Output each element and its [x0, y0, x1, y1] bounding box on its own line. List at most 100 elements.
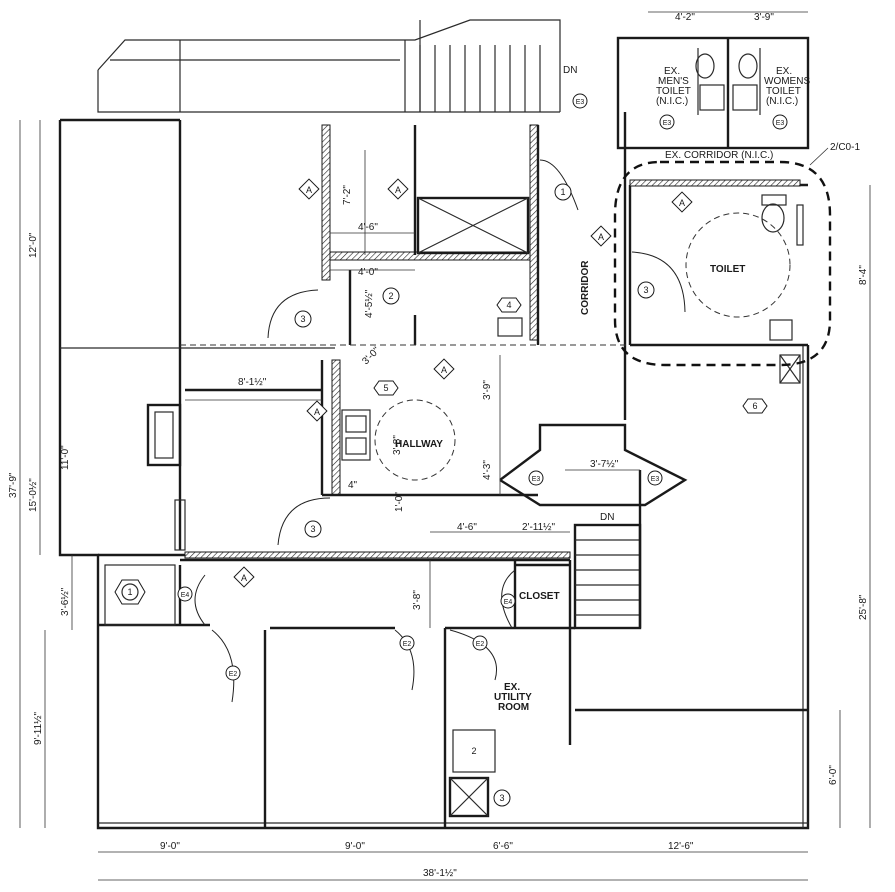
room-label-utility-1: EX. [504, 682, 520, 693]
svg-text:3: 3 [310, 524, 315, 534]
dim-bottom-9b: 9'-0" [345, 841, 365, 852]
section-tag-a: A [387, 178, 409, 200]
existing-door-tag-e2: E2 [399, 635, 415, 651]
svg-text:2: 2 [471, 746, 476, 756]
room-label-mens-1: EX. [664, 66, 680, 77]
svg-text:3: 3 [643, 285, 648, 295]
dim-3-0: 3'-0" [360, 345, 382, 367]
dim-bottom-9a: 9'-0" [160, 841, 180, 852]
existing-door-tag-e4: E4 [177, 586, 193, 602]
svg-text:E3: E3 [576, 99, 585, 106]
room-label-womens-1: EX. [776, 66, 792, 77]
svg-text:A: A [306, 185, 312, 195]
stair-down-label-top: DN [563, 65, 577, 76]
door-tag-2: 2 [382, 287, 400, 305]
room-label-womens-3: TOILET [766, 86, 801, 97]
dim-3-8b: 3'-8" [412, 590, 423, 610]
existing-door-tag-e2: E2 [225, 665, 241, 681]
section-tag-a: A [306, 400, 328, 422]
dim-left-15: 15'-0½" [28, 478, 39, 512]
svg-text:2: 2 [388, 291, 393, 301]
dim-left-37: 37'-9" [8, 472, 19, 498]
svg-text:A: A [314, 407, 320, 417]
fixture-tag-1: 1 [114, 579, 146, 605]
section-tag-a: A [590, 225, 612, 247]
dim-bottom-6-6: 6'-6" [493, 841, 513, 852]
existing-door-tag-e3: E3 [528, 470, 544, 486]
door-tag-3: 3 [294, 310, 312, 328]
svg-text:E3: E3 [776, 120, 785, 127]
dim-left-3: 3'-6½" [60, 587, 71, 616]
section-tag-a: A [433, 358, 455, 380]
svg-text:A: A [441, 365, 447, 375]
svg-text:E3: E3 [663, 120, 672, 127]
svg-text:5: 5 [383, 383, 388, 393]
dim-8-1: 8'-1½" [238, 377, 267, 388]
ex-corridor-label: EX. CORRIDOR (N.I.C.) [665, 150, 773, 161]
dashed-guides [180, 160, 832, 481]
door-tag-3: 3 [304, 520, 322, 538]
dim-right-8-4: 8'-4" [858, 265, 869, 285]
top-stair-area [97, 19, 561, 113]
dim-1-0: 1'-0" [394, 492, 405, 512]
dim-left-9: 9'-11½" [33, 711, 44, 745]
room-label-closet: CLOSET [519, 591, 560, 602]
existing-door-tag-e3: E3 [647, 470, 663, 486]
svg-text:E4: E4 [504, 599, 513, 606]
svg-text:A: A [241, 573, 247, 583]
room-label-toilet: TOILET [710, 264, 745, 275]
dim-4-6b: 4'-6" [457, 522, 477, 533]
dim-top-right: 3'-9" [754, 12, 774, 23]
fixture-tag-4: 4 [496, 297, 522, 313]
svg-text:E2: E2 [229, 671, 238, 678]
room-label-utility-3: ROOM [498, 702, 529, 713]
existing-door-tag-e3: E3 [572, 93, 588, 109]
dimension-lines [19, 11, 871, 881]
dim-left-12: 12'-0" [28, 232, 39, 258]
svg-text:1: 1 [127, 587, 132, 597]
svg-text:6: 6 [752, 401, 757, 411]
detail-reference: 2/C0-1 [830, 142, 860, 153]
room-label-utility-2: UTILITY [494, 692, 532, 703]
section-tag-a: A [671, 191, 693, 213]
dim-3-7: 3'-7½" [590, 459, 619, 470]
dim-top-left: 4'-2" [675, 12, 695, 23]
fixture-tag-2: 2 [471, 746, 476, 756]
dim-right-25-8: 25'-8" [858, 594, 869, 620]
svg-text:4: 4 [506, 300, 511, 310]
existing-door-tag-e3: E3 [659, 114, 675, 130]
svg-text:A: A [395, 185, 401, 195]
fixture-tag-6: 6 [742, 398, 768, 414]
section-tag-a: A [233, 566, 255, 588]
dim-left-11: 11'-0" [60, 445, 71, 470]
section-tag-a: A [298, 178, 320, 200]
existing-door-tag-e2: E2 [472, 635, 488, 651]
room-label-corridor: CORRIDOR [580, 260, 591, 315]
dim-4-in: 4" [348, 480, 358, 491]
svg-text:E3: E3 [651, 476, 660, 483]
dim-bottom-total: 38'-1½" [423, 868, 457, 879]
dim-bottom-12-6: 12'-6" [668, 841, 694, 852]
room-label-mens-2: MEN'S [658, 76, 689, 87]
stair-down-label: DN [600, 512, 614, 523]
svg-text:3: 3 [499, 793, 504, 803]
svg-text:3: 3 [300, 314, 305, 324]
dim-4-3: 4'-3" [482, 460, 493, 480]
room-label-womens-4: (N.I.C.) [766, 96, 798, 107]
existing-door-tag-e3: E3 [772, 114, 788, 130]
room-label-womens-2: WOMENS [764, 76, 810, 87]
dim-right-6-0: 6'-0" [828, 765, 839, 785]
interior-walls [98, 112, 808, 828]
dim-4-0: 4'-0" [358, 267, 378, 278]
svg-text:A: A [598, 232, 604, 242]
dim-3-9: 3'-9" [482, 380, 493, 400]
room-label-mens-3: TOILET [656, 86, 691, 97]
dim-4-6a: 4'-6" [358, 222, 378, 233]
svg-text:1: 1 [560, 187, 565, 197]
dim-3-8a: 3'-8" [392, 435, 403, 455]
svg-text:A: A [679, 198, 685, 208]
fixture-tag-3: 3 [493, 789, 511, 807]
dim-2-11: 2'-11½" [522, 522, 556, 533]
door-tag-3: 3 [637, 281, 655, 299]
